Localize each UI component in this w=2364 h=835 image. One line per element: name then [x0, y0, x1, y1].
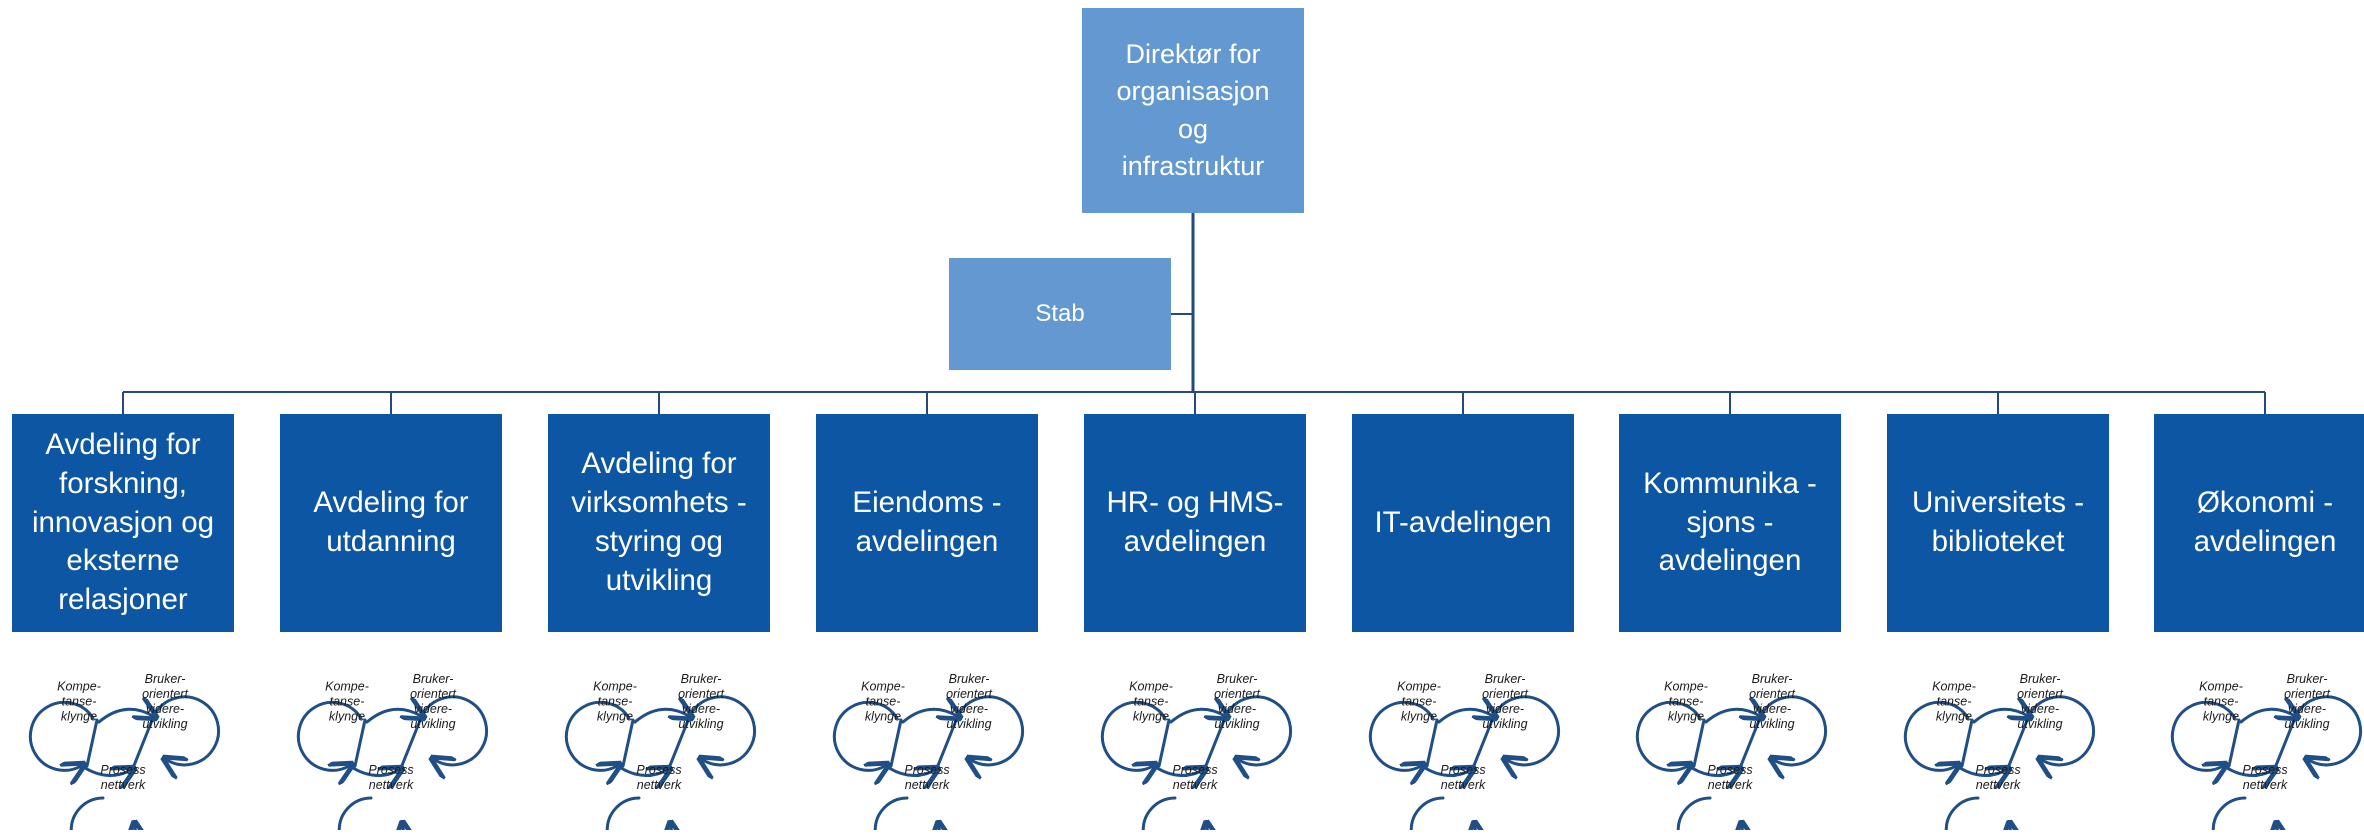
cycle-label-prosessnettverk: Prosess nettverk: [368, 763, 414, 792]
cycle-label-brukerorientert: Bruker- orientert videre- utvikling: [1214, 672, 1260, 731]
cycle-label-kompetanseklynge: Kompe- tanse- klynge: [325, 679, 369, 724]
department-box[interactable]: IT-avdelingen: [1352, 414, 1574, 632]
cycle-label-prosessnettverk: Prosess nettverk: [904, 763, 950, 792]
process-cycle-diagram: Kompe- tanse- klynge Bruker- orientert vi…: [827, 650, 1027, 835]
cycle-label-prosessnettverk: Prosess nettverk: [1172, 763, 1218, 792]
cycle-label-prosessnettverk: Prosess nettverk: [636, 763, 682, 792]
department-box[interactable]: Økonomi - avdelingen: [2154, 414, 2364, 632]
cycle-label-brukerorientert: Bruker- orientert videre- utvikling: [1482, 672, 1528, 731]
cycle-label-kompetanseklynge: Kompe- tanse- klynge: [593, 679, 637, 724]
department-box[interactable]: Avdeling for forskning, innovasjon og ek…: [12, 414, 234, 632]
cycle-label-brukerorientert: Bruker- orientert videre- utvikling: [946, 672, 992, 731]
cycle-label-prosessnettverk: Prosess nettverk: [1707, 763, 1753, 792]
cycle-label-brukerorientert: Bruker- orientert videre- utvikling: [142, 672, 188, 731]
cycle-label-kompetanseklynge: Kompe- tanse- klynge: [861, 679, 905, 724]
department-box[interactable]: Kommunika - sjons - avdelingen: [1619, 414, 1841, 632]
cycle-label-prosessnettverk: Prosess nettverk: [1440, 763, 1486, 792]
cycle-label-kompetanseklynge: Kompe- tanse- klynge: [2199, 679, 2243, 724]
director-box[interactable]: Direktør for organisasjon og infrastrukt…: [1082, 8, 1304, 213]
cycle-label-kompetanseklynge: Kompe- tanse- klynge: [1129, 679, 1173, 724]
process-cycle-diagram: Kompe- tanse- klynge Bruker- orientert vi…: [1898, 650, 2098, 835]
cycle-label-kompetanseklynge: Kompe- tanse- klynge: [1397, 679, 1441, 724]
cycle-label-prosessnettverk: Prosess nettverk: [100, 763, 146, 792]
process-cycle-diagram: Kompe- tanse- klynge Bruker- orientert vi…: [291, 650, 491, 835]
department-box[interactable]: Universitets - biblioteket: [1887, 414, 2109, 632]
cycle-label-prosessnettverk: Prosess nettverk: [1975, 763, 2021, 792]
cycle-label-brukerorientert: Bruker- orientert videre- utvikling: [410, 672, 456, 731]
process-cycle-diagram: Kompe- tanse- klynge Bruker- orientert vi…: [559, 650, 759, 835]
process-cycle-diagram: Kompe- tanse- klynge Bruker- orientert vi…: [2165, 650, 2364, 835]
process-cycle-diagram: Kompe- tanse- klynge Bruker- orientert vi…: [1363, 650, 1563, 835]
department-box[interactable]: Avdeling for utdanning: [280, 414, 502, 632]
department-box[interactable]: Avdeling for virksomhets - styring og ut…: [548, 414, 770, 632]
cycle-label-brukerorientert: Bruker- orientert videre- utvikling: [2017, 672, 2063, 731]
cycle-label-brukerorientert: Bruker- orientert videre- utvikling: [1749, 672, 1795, 731]
department-box[interactable]: HR- og HMS- avdelingen: [1084, 414, 1306, 632]
cycle-label-brukerorientert: Bruker- orientert videre- utvikling: [2284, 672, 2330, 731]
stab-box[interactable]: Stab: [949, 258, 1171, 370]
department-box[interactable]: Eiendoms - avdelingen: [816, 414, 1038, 632]
process-cycle-diagram: Kompe- tanse- klynge Bruker- orientert vi…: [23, 650, 223, 835]
cycle-label-kompetanseklynge: Kompe- tanse- klynge: [1664, 679, 1708, 724]
cycle-label-brukerorientert: Bruker- orientert videre- utvikling: [678, 672, 724, 731]
process-cycle-diagram: Kompe- tanse- klynge Bruker- orientert vi…: [1630, 650, 1830, 835]
process-cycle-diagram: Kompe- tanse- klynge Bruker- orientert vi…: [1095, 650, 1295, 835]
cycle-label-prosessnettverk: Prosess nettverk: [2242, 763, 2288, 792]
cycle-label-kompetanseklynge: Kompe- tanse- klynge: [1932, 679, 1976, 724]
cycle-label-kompetanseklynge: Kompe- tanse- klynge: [57, 679, 101, 724]
